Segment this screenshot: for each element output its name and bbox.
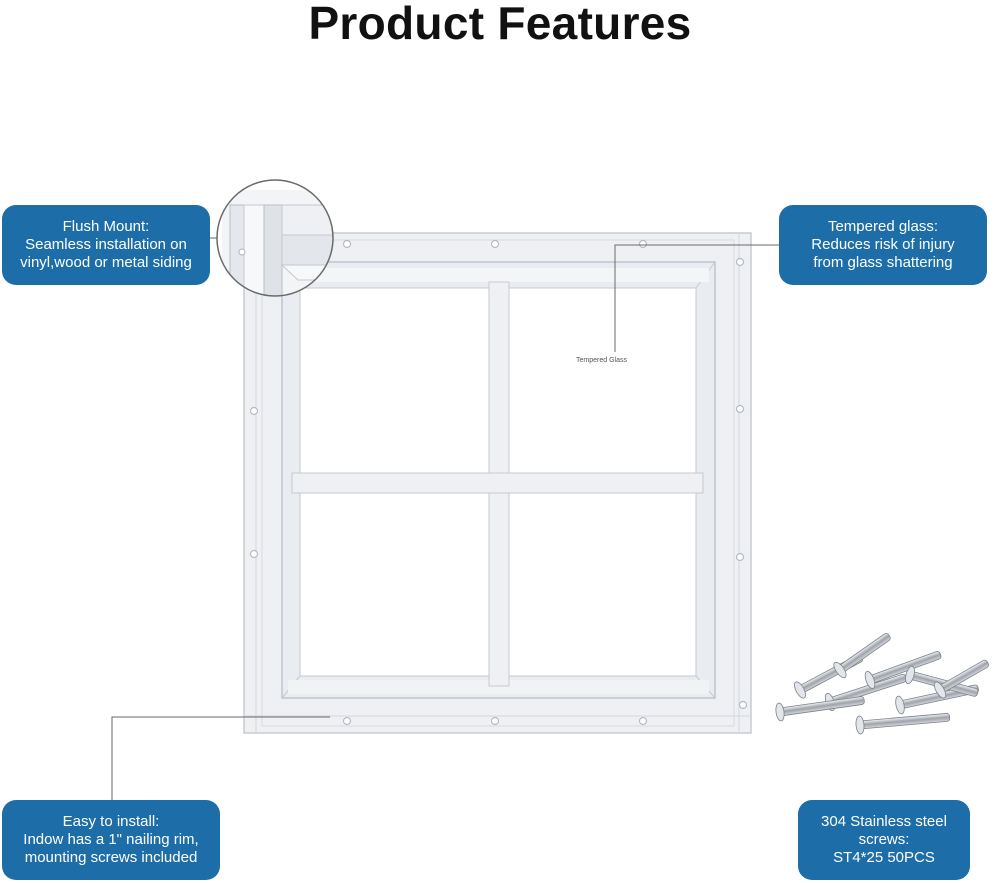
flush-mount-line-1: Seamless installation on: [25, 236, 187, 253]
flush-mount-line-2: vinyl,wood or metal siding: [20, 254, 192, 271]
easy-install-callout: Easy to install: Indow has a 1" nailing …: [2, 800, 220, 880]
nail-holes: [249, 239, 748, 726]
easy-install-line-1: Indow has a 1" nailing rim,: [23, 831, 199, 848]
flush-mount-heading: Flush Mount:: [62, 218, 150, 235]
magnifier-icon: [216, 179, 334, 297]
screws-icon: [775, 633, 989, 735]
window-grille: [291, 281, 704, 687]
leader-lines: [111, 237, 779, 800]
screws-line-2: ST4*25 50PCS: [833, 849, 935, 866]
screws-heading: 304 Stainless steel: [821, 813, 947, 830]
screws-line-1: screws:: [858, 831, 910, 848]
screws-callout: 304 Stainless steel screws: ST4*25 50PCS: [798, 800, 970, 880]
tempered-glass-line-2: from glass shattering: [813, 254, 953, 271]
easy-install-heading: Easy to install:: [62, 813, 160, 830]
page-title: Product Features: [308, 0, 692, 49]
tempered-glass-callout: Tempered glass: Reduces risk of injury f…: [779, 205, 987, 285]
easy-install-line-2: mounting screws included: [24, 849, 198, 866]
tempered-glass-label: Tempered Glass: [576, 357, 627, 364]
tempered-glass-heading: Tempered glass:: [827, 218, 939, 235]
flush-mount-callout: Flush Mount: Seamless installation on vi…: [2, 205, 210, 285]
tempered-glass-line-1: Reduces risk of injury: [811, 236, 955, 253]
